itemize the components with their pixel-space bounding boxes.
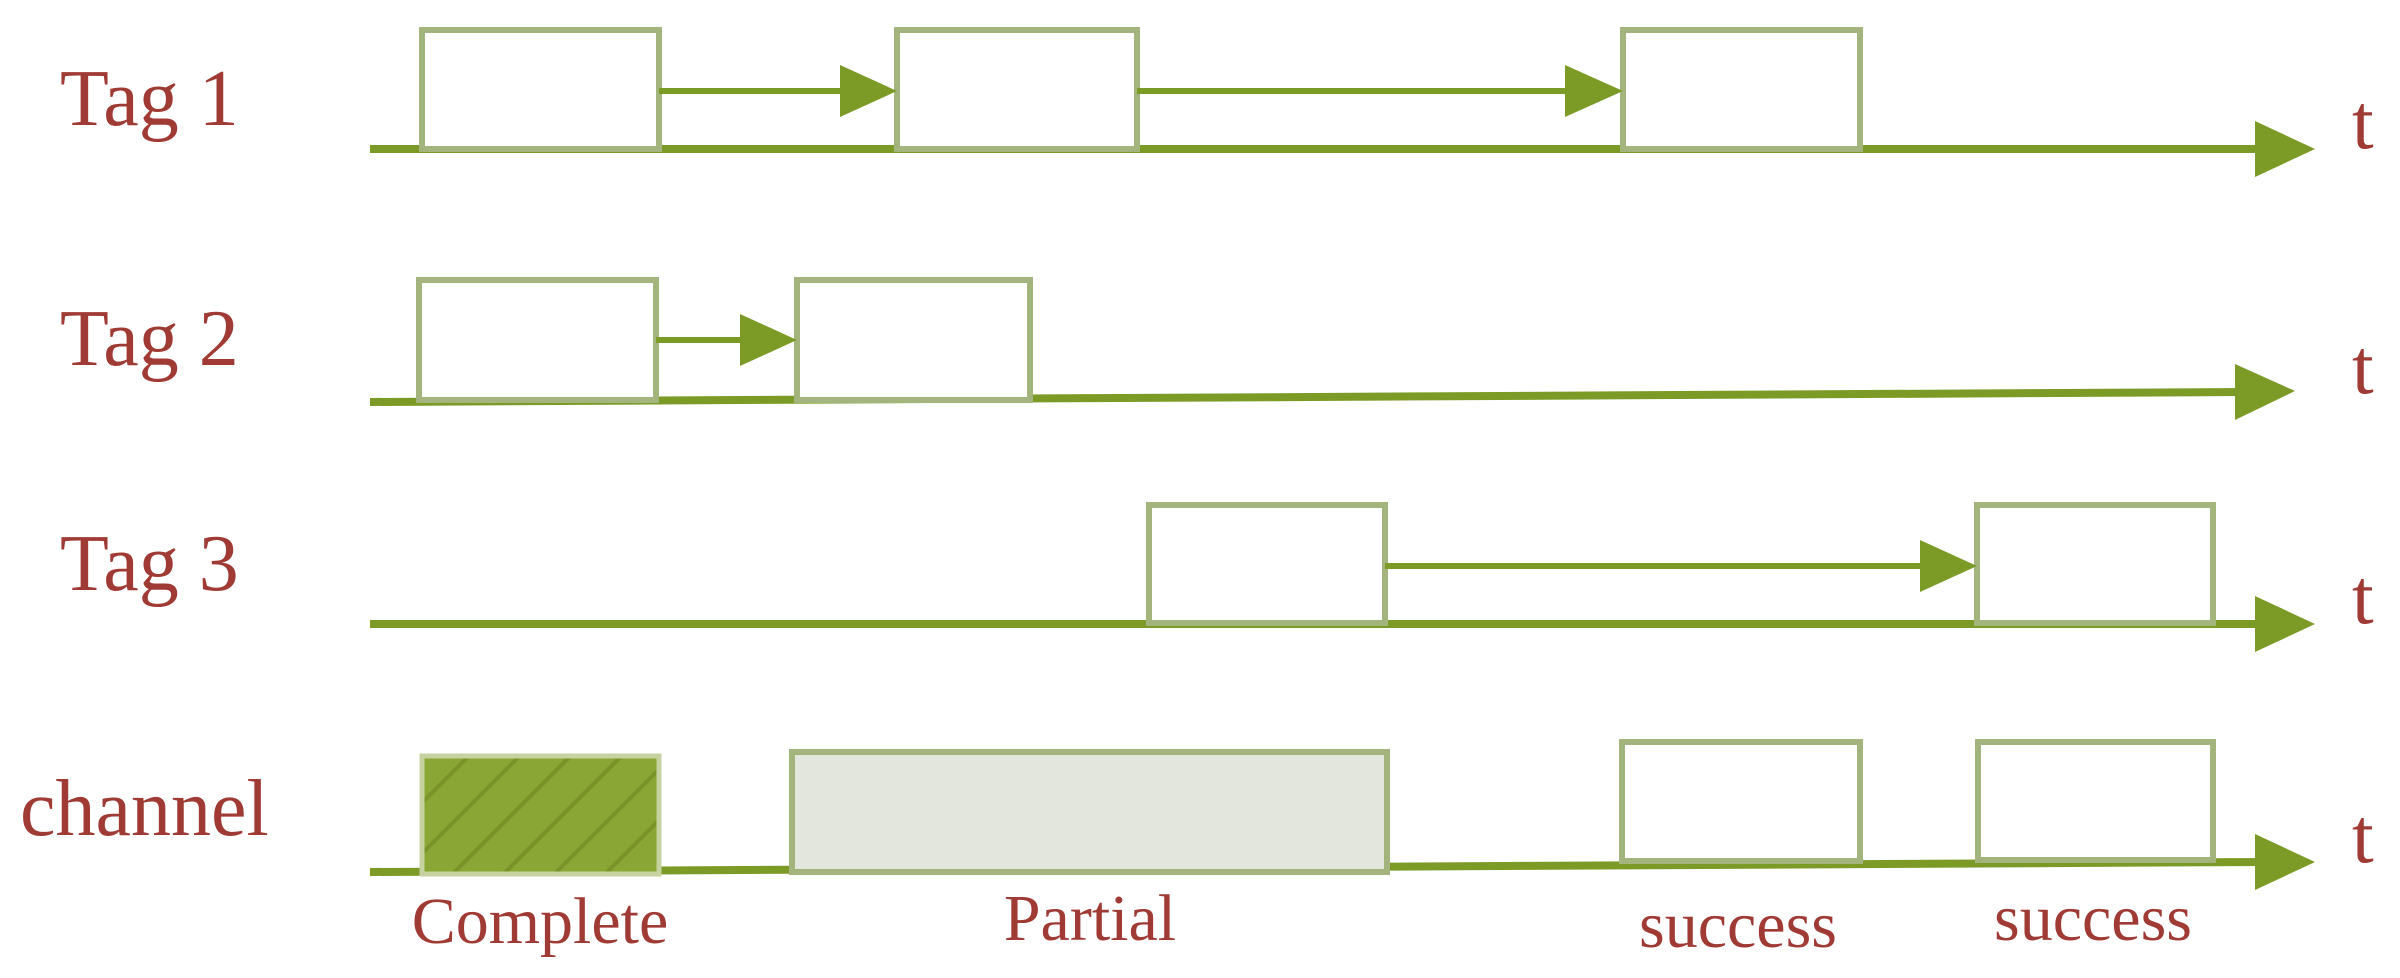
row-label-tag-2: Tag 2 [60, 295, 239, 383]
tag-1-backoff-arrowhead-2 [1565, 65, 1623, 117]
tag-2-row [369, 277, 2295, 420]
row-label-tag-1: Tag 1 [60, 55, 239, 143]
channel-row [369, 739, 2315, 890]
tag-1-row [370, 27, 2315, 177]
tag-3-slot-2 [1974, 502, 2216, 626]
tag-3-axis-arrowhead [2255, 596, 2315, 652]
tag-3-axis-label: t [2352, 553, 2374, 640]
tag-2-slot-1 [416, 277, 659, 403]
partial-label: Partial [1004, 882, 1176, 955]
tag-1-axis-arrowhead [2255, 121, 2315, 177]
success-label-1: success [1639, 889, 1837, 962]
tag-1-slot-3 [1620, 27, 1863, 152]
tag-1-slot-2 [894, 27, 1140, 152]
tag-3-slot-1 [1146, 502, 1388, 626]
channel-partial-slot [789, 749, 1390, 875]
tag-1-axis-label: t [2352, 78, 2374, 165]
tag-2-backoff-arrowhead [740, 314, 797, 366]
tag-3-row [370, 502, 2315, 652]
tag-3-backoff-arrowhead [1920, 540, 1977, 592]
tag-1-slot-1 [419, 27, 662, 152]
channel-axis-arrowhead [2255, 834, 2315, 890]
channel-axis-label: t [2352, 792, 2374, 879]
tag-2-slot-2 [794, 277, 1033, 403]
channel-success-slot-1 [1619, 739, 1863, 864]
tag-2-axis-label: t [2352, 323, 2374, 410]
tag-2-axis-arrowhead [2235, 364, 2295, 420]
row-label-channel: channel [20, 765, 269, 853]
tag-2-time-axis [369, 388, 2246, 406]
success-label-2: success [1994, 882, 2192, 955]
row-label-tag-3: Tag 3 [60, 520, 239, 608]
channel-complete-slot [419, 753, 662, 877]
tag-1-backoff-arrowhead-1 [840, 65, 897, 117]
channel-success-slot-2 [1975, 739, 2216, 863]
complete-label: Complete [412, 885, 669, 958]
